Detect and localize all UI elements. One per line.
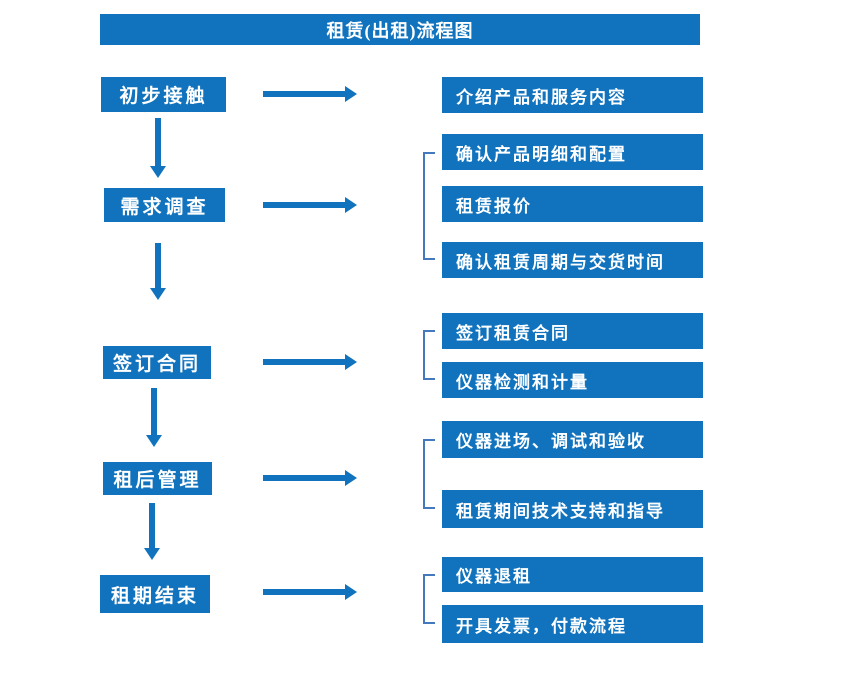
arrow-shaft xyxy=(151,388,157,436)
group-bracket xyxy=(423,574,435,624)
arrow-down-icon xyxy=(144,503,160,560)
arrow-right-icon xyxy=(263,584,357,600)
arrow-head xyxy=(150,288,166,300)
group-bracket xyxy=(423,152,435,260)
group-bracket xyxy=(423,330,435,380)
arrow-down-icon xyxy=(150,243,166,300)
arrow-head xyxy=(345,197,357,213)
step-box-initial-contact: 初步接触 xyxy=(101,77,226,112)
detail-box-instrument-setup-acceptance: 仪器进场、调试和验收 xyxy=(442,421,703,458)
detail-box-instrument-return: 仪器退租 xyxy=(442,557,703,592)
arrow-right-icon xyxy=(263,86,357,102)
detail-box-tech-support: 租赁期间技术支持和指导 xyxy=(442,490,703,528)
detail-box-instrument-inspection: 仪器检测和计量 xyxy=(442,362,703,398)
detail-box-invoice-payment: 开具发票，付款流程 xyxy=(442,605,703,643)
arrow-shaft xyxy=(263,202,346,208)
step-box-sign-contract: 签订合同 xyxy=(103,346,211,379)
arrow-shaft xyxy=(263,475,346,481)
arrow-right-icon xyxy=(263,470,357,486)
arrow-down-icon xyxy=(150,118,166,178)
arrow-head xyxy=(144,548,160,560)
arrow-shaft xyxy=(155,118,161,167)
detail-box-confirm-product-details: 确认产品明细和配置 xyxy=(442,134,703,170)
detail-box-rental-quote: 租赁报价 xyxy=(442,186,703,222)
step-box-post-rental-management: 租后管理 xyxy=(103,462,212,495)
arrow-head xyxy=(150,166,166,178)
group-bracket xyxy=(423,439,435,509)
arrow-head xyxy=(345,354,357,370)
detail-box-confirm-period-delivery: 确认租赁周期与交货时间 xyxy=(442,242,703,278)
arrow-shaft xyxy=(155,243,161,289)
arrow-down-icon xyxy=(146,388,162,447)
arrow-head xyxy=(345,470,357,486)
step-box-rental-end: 租期结束 xyxy=(100,575,210,613)
arrow-right-icon xyxy=(263,354,357,370)
arrow-shaft xyxy=(149,503,155,549)
arrow-shaft xyxy=(263,589,346,595)
arrow-head xyxy=(345,86,357,102)
detail-box-sign-rental-contract: 签订租赁合同 xyxy=(442,313,703,349)
arrow-head xyxy=(146,435,162,447)
detail-box-introduce-products: 介绍产品和服务内容 xyxy=(442,77,703,113)
flowchart-title: 租赁(出租)流程图 xyxy=(100,14,700,45)
arrow-shaft xyxy=(263,91,346,97)
arrow-shaft xyxy=(263,359,346,365)
arrow-head xyxy=(345,584,357,600)
step-box-demand-survey: 需求调查 xyxy=(104,188,225,222)
arrow-right-icon xyxy=(263,197,357,213)
